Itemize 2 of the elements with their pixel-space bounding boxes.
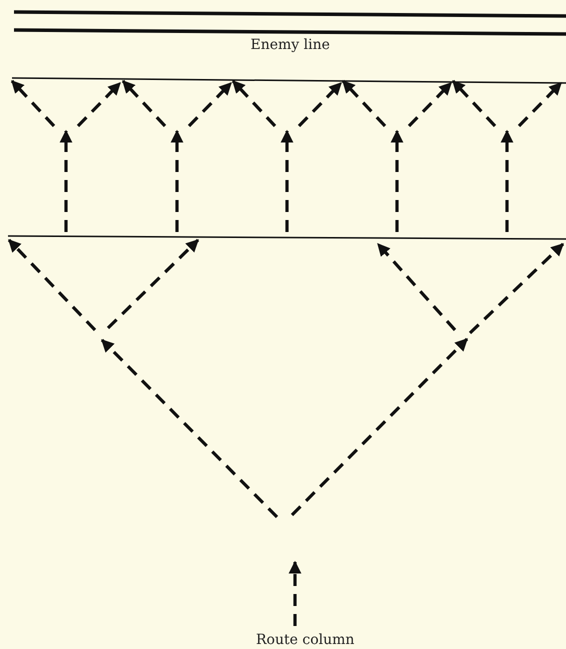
route-column-label: Route column	[256, 632, 354, 648]
enemy-line-label: Enemy line	[250, 37, 330, 53]
